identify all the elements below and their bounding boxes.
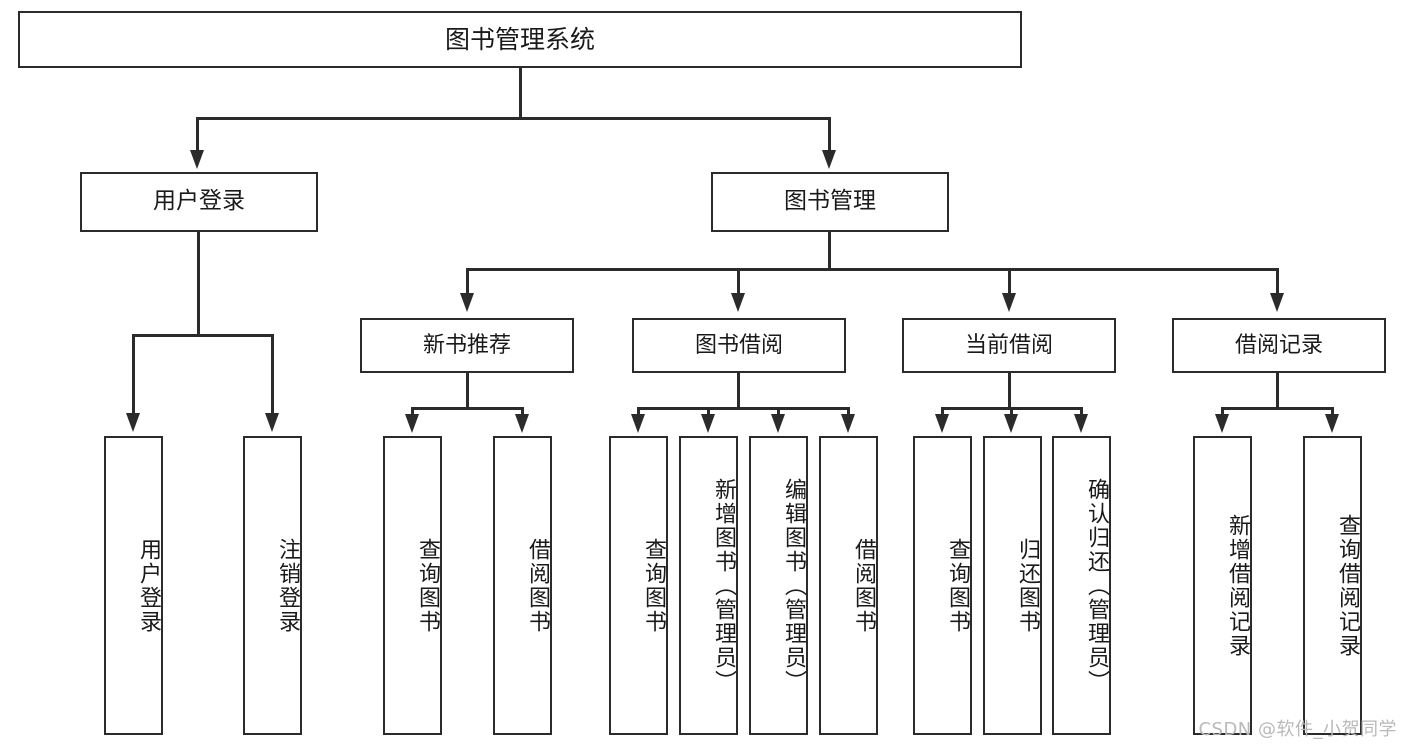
node-leaf-borrow-book-2[interactable]: 借阅图书	[819, 436, 878, 735]
arrow-down-icon-leaf-user-login	[126, 413, 140, 432]
connector-level3-bus	[466, 268, 1278, 271]
node-leaf-add-book[interactable]: 新增图书（管理员）	[679, 436, 738, 735]
connector-drop-user-login	[196, 117, 199, 151]
arrow-down-icon-leaf-query-book-2	[631, 414, 645, 433]
connector-drop-leaf-edit-book	[777, 407, 780, 416]
node-book-borrow[interactable]: 图书借阅	[632, 318, 846, 373]
connector-drop-leaf-confirm-return	[1080, 407, 1083, 416]
node-leaf-query-book-2[interactable]: 查询图书	[609, 436, 668, 735]
arrow-down-icon-borrow-record	[1270, 293, 1284, 312]
arrow-down-icon-current-borrow	[1002, 293, 1016, 312]
node-leaf-query-book-3[interactable]: 查询图书	[913, 436, 972, 735]
arrow-down-icon-leaf-borrow-book-1	[515, 414, 529, 433]
connector-current-borrow-stem	[1008, 373, 1011, 409]
connector-drop-new-book-recommend	[466, 268, 469, 294]
connector-new-book-recommend-bus	[411, 407, 523, 410]
connector-drop-leaf-borrow-book-2	[847, 407, 850, 416]
connector-drop-leaf-query-book-2	[637, 407, 640, 416]
arrow-down-icon-new-book-recommend	[460, 293, 474, 312]
connector-new-book-recommend-stem	[466, 373, 469, 409]
connector-drop-leaf-add-record	[1221, 407, 1224, 416]
node-leaf-query-book-1[interactable]: 查询图书	[383, 436, 442, 735]
connector-drop-leaf-query-book-3	[941, 407, 944, 416]
connector-book-manage-stem	[828, 232, 831, 270]
connector-root-stem	[519, 68, 522, 119]
node-leaf-edit-book[interactable]: 编辑图书（管理员）	[749, 436, 808, 735]
node-borrow-record[interactable]: 借阅记录	[1172, 318, 1386, 373]
connector-book-borrow-bus	[637, 407, 849, 410]
connector-user-login-bus	[132, 334, 274, 337]
arrow-down-icon-leaf-logout-login	[265, 413, 279, 432]
connector-drop-leaf-borrow-book-1	[521, 407, 524, 416]
arrow-down-icon-leaf-query-record	[1325, 414, 1339, 433]
node-leaf-user-login[interactable]: 用户登录	[104, 436, 163, 735]
arrow-down-icon-leaf-confirm-return	[1074, 414, 1088, 433]
connector-drop-borrow-record	[1276, 268, 1279, 294]
connector-borrow-record-stem	[1276, 373, 1279, 409]
connector-level2-bus	[196, 117, 830, 120]
arrow-down-icon-book-borrow	[731, 293, 745, 312]
arrow-down-icon-leaf-query-book-3	[935, 414, 949, 433]
arrow-down-icon-leaf-edit-book	[771, 414, 785, 433]
connector-book-borrow-stem	[737, 373, 740, 409]
node-leaf-borrow-book-1[interactable]: 借阅图书	[493, 436, 552, 735]
arrow-down-icon-leaf-return-book	[1004, 414, 1018, 433]
node-root[interactable]: 图书管理系统	[18, 11, 1022, 68]
connector-borrow-record-bus	[1221, 407, 1333, 410]
node-leaf-confirm-return[interactable]: 确认归还（管理员）	[1052, 436, 1111, 735]
connector-drop-leaf-logout-login	[271, 334, 274, 414]
arrow-down-icon-user-login	[190, 150, 204, 169]
arrow-down-icon-leaf-add-record	[1215, 414, 1229, 433]
node-current-borrow[interactable]: 当前借阅	[902, 318, 1116, 373]
node-leaf-return-book[interactable]: 归还图书	[983, 436, 1042, 735]
node-user-login[interactable]: 用户登录	[80, 172, 318, 232]
connector-drop-current-borrow	[1008, 268, 1011, 294]
arrow-down-icon-leaf-borrow-book-2	[841, 414, 855, 433]
arrow-down-icon-leaf-add-book	[701, 414, 715, 433]
node-leaf-add-record[interactable]: 新增借阅记录	[1193, 436, 1252, 735]
node-leaf-query-record[interactable]: 查询借阅记录	[1303, 436, 1362, 735]
arrow-down-icon-leaf-query-book-1	[405, 414, 419, 433]
connector-drop-book-manage	[828, 117, 831, 151]
connector-drop-leaf-query-record	[1331, 407, 1334, 416]
node-new-book-recommend[interactable]: 新书推荐	[360, 318, 574, 373]
node-leaf-logout-login[interactable]: 注销登录	[243, 436, 302, 735]
connector-drop-leaf-return-book	[1010, 407, 1013, 416]
connector-drop-leaf-add-book	[707, 407, 710, 416]
arrow-down-icon-book-manage	[822, 150, 836, 169]
connector-drop-leaf-user-login	[132, 334, 135, 414]
connector-drop-book-borrow	[737, 268, 740, 294]
node-book-manage[interactable]: 图书管理	[711, 172, 949, 232]
connector-drop-leaf-query-book-1	[411, 407, 414, 416]
connector-user-login-stem	[197, 232, 200, 336]
